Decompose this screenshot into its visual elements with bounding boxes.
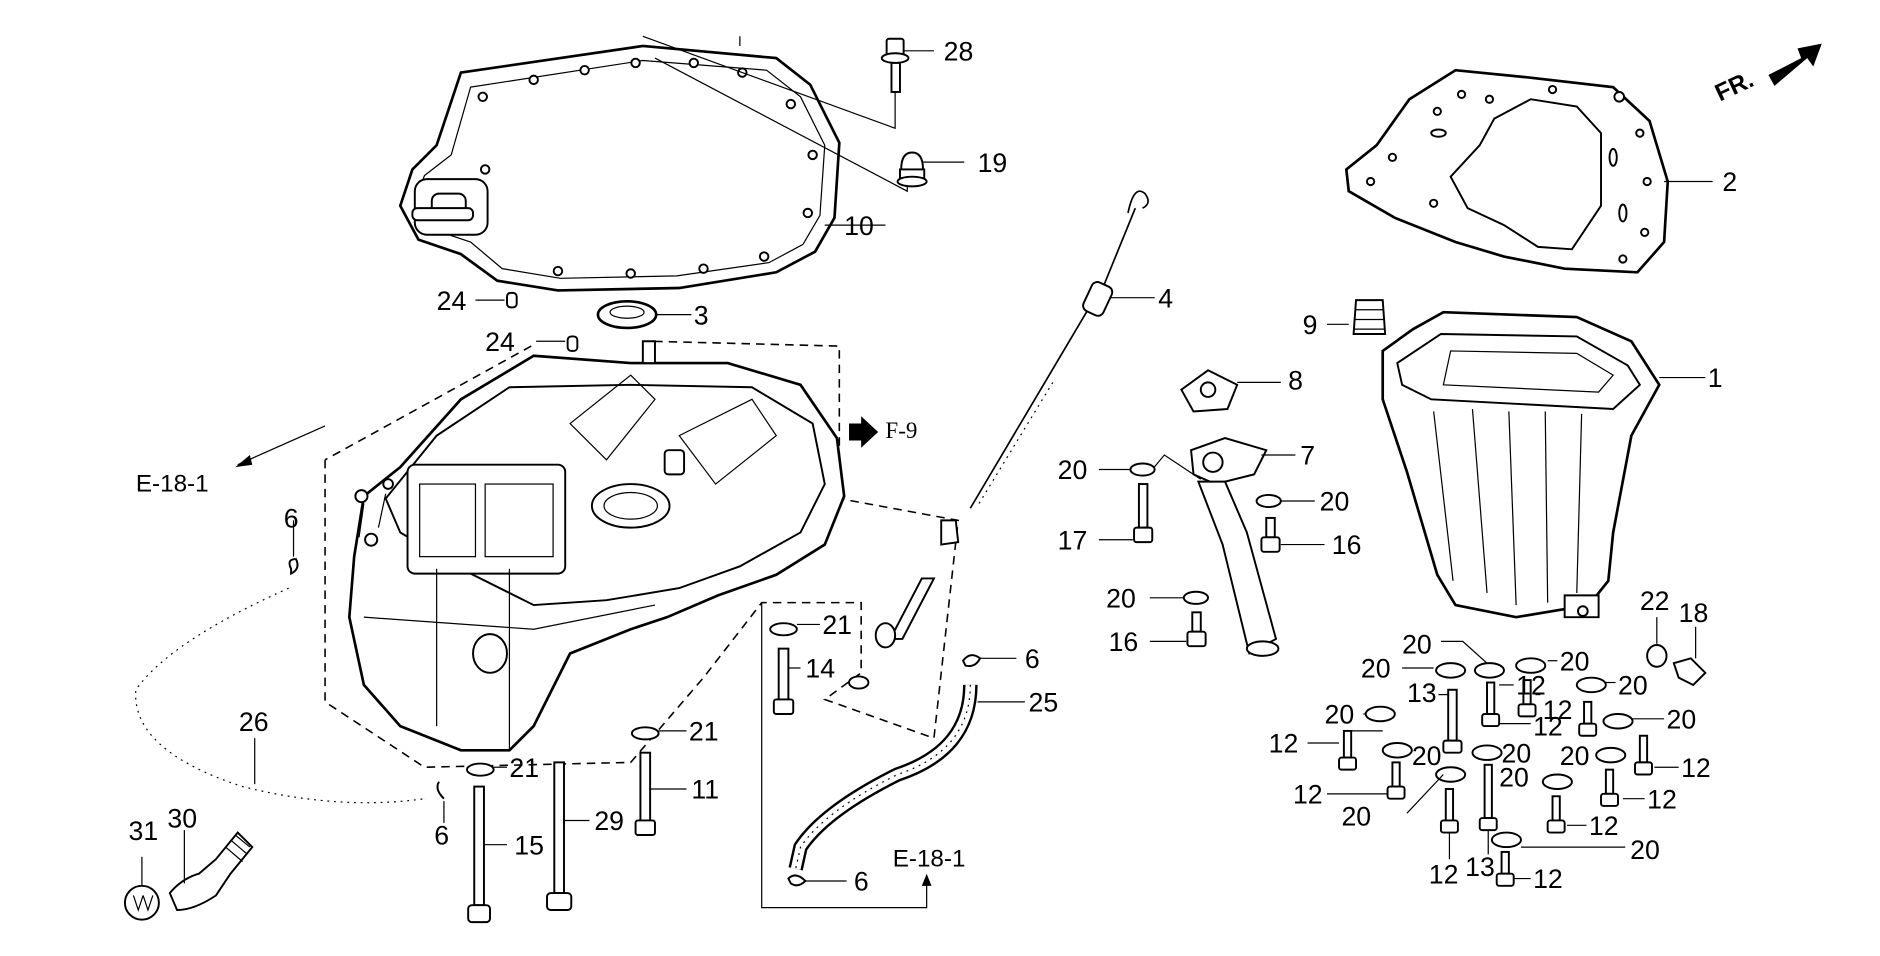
callout-20b: 20 [1320,487,1350,517]
callout-20c: 20 [1106,584,1136,614]
part-6-clips: 6 6 6 6 [284,504,1040,897]
mount-case-assembly [324,340,960,769]
callout-9: 9 [1303,310,1318,340]
callout-28: 28 [944,37,974,67]
callout-12f: 12 [1293,780,1323,810]
washers-bolts-mid: 20 17 20 16 20 16 [1058,454,1362,657]
callout-20o: 20 [1630,835,1660,865]
callout-12c: 12 [1533,712,1563,742]
callout-20f: 20 [1560,646,1590,676]
callout-2: 2 [1722,167,1737,197]
callout-21a: 21 [822,610,852,640]
callout-24b: 24 [485,327,515,357]
ref-e18-1-bottom-label[interactable]: E-18-1 [893,845,966,872]
callout-12i: 12 [1429,859,1459,889]
callout-12h: 12 [1589,811,1619,841]
callout-20n: 20 [1341,801,1371,831]
part-7-oil-pipe: 7 [1190,437,1315,657]
callout-13b: 13 [1465,852,1495,882]
part-19-cap-nut: 19 [896,148,1008,188]
part-24-dowel-pins: 24 24 [437,286,579,357]
callout-20i: 20 [1667,705,1697,735]
ref-arrow-icon [921,873,932,886]
callout-20e: 20 [1361,654,1391,684]
callout-26: 26 [239,707,269,737]
callout-12b: 12 [1543,695,1573,725]
fasteners-center: 21 14 21 11 21 15 29 [465,610,852,924]
part-22-washer: 22 [1640,586,1670,668]
part-28-bolt: 28 [880,37,974,93]
callout-21c: 21 [509,753,539,783]
part-9-grommet: 9 [1303,299,1387,340]
callout-20k: 20 [1502,738,1532,768]
callout-20d: 20 [1402,629,1432,659]
callout-30: 30 [167,804,197,834]
callout-24a: 24 [437,286,467,316]
part-30-hose-joint: 30 [167,804,254,911]
callout-3: 3 [694,300,709,330]
part-3-oil-seal: 3 [596,299,709,330]
ref-e18-1-bottom[interactable]: E-18-1 [761,602,966,909]
callout-25: 25 [1029,688,1059,718]
part-18-bolt: 18 [1672,598,1709,687]
callout-20m: 20 [1499,763,1529,793]
part-26-hose: 26 [130,583,426,808]
callout-8: 8 [1288,366,1303,396]
front-direction-indicator: FR. [1711,43,1822,107]
callout-12a: 12 [1516,671,1546,701]
callout-13a: 13 [1407,678,1437,708]
callout-6c: 6 [1025,644,1040,674]
callout-31: 31 [129,816,159,846]
callout-11: 11 [691,775,719,805]
ref-arrow-icon [235,455,253,468]
part-10-gasket [398,44,841,292]
callout-12j: 12 [1533,864,1563,894]
callout-12g: 12 [1647,784,1677,814]
ref-arrow-icon [849,416,879,448]
callout-20h: 20 [1324,700,1354,730]
callout-14: 14 [805,654,835,684]
callout-22: 22 [1640,586,1670,616]
part-31-clamp: 31 [123,816,160,921]
callout-15: 15 [514,830,544,860]
callout-6d: 6 [854,867,869,897]
front-direction-arrow-icon [1768,43,1822,86]
front-direction-label: FR. [1711,66,1758,107]
callout-20j: 20 [1412,741,1442,771]
callout-20l: 20 [1560,741,1590,771]
washers-bolts-right: 20 20 20 20 20 20 20 20 20 20 20 20 20 1… [1269,629,1711,894]
callout-6b: 6 [434,821,449,851]
callout-16a: 16 [1332,530,1362,560]
callout-1: 1 [1708,363,1723,393]
callout-18: 18 [1679,598,1709,628]
callout-12d: 12 [1269,729,1299,759]
ref-f9[interactable]: F-9 [849,416,917,448]
part-8-gasket: 8 [1180,366,1303,413]
callout-29: 29 [594,806,624,836]
callout-4: 4 [1158,283,1173,313]
callout-19: 19 [978,148,1008,178]
callout-20g: 20 [1618,671,1648,701]
part-2-gasket: 2 [1344,68,1737,274]
ref-e18-1-left-label[interactable]: E-18-1 [136,470,209,497]
callout-12e: 12 [1681,753,1711,783]
callout-6a: 6 [284,504,299,534]
part-25-hose: 25 [788,684,1059,871]
ref-f9-label[interactable]: F-9 [885,417,917,443]
callout-20a: 20 [1058,455,1088,485]
callout-21b: 21 [689,717,719,747]
dipstick-guide-tube [848,577,936,690]
callout-10: 10 [844,211,874,241]
part-4-dipstick: 4 [940,190,1173,546]
ref-e18-1-left[interactable]: E-18-1 [136,425,326,497]
callout-16b: 16 [1109,627,1139,657]
callout-17: 17 [1058,525,1088,555]
part-1-oil-case: 1 [1381,310,1723,619]
callout-7: 7 [1300,441,1315,471]
